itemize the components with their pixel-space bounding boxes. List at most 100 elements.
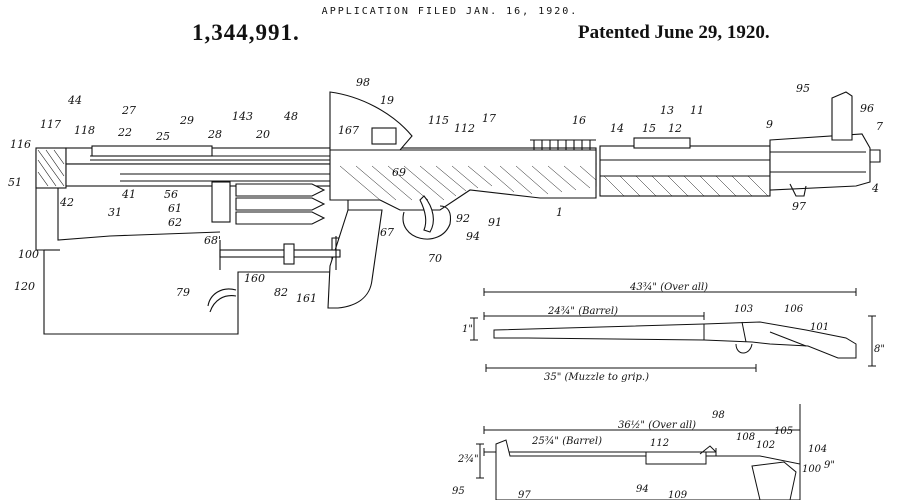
stock-inner-line bbox=[57, 185, 221, 241]
front-sight bbox=[831, 91, 853, 141]
fig2-side-view bbox=[470, 288, 876, 372]
label-4: 4 bbox=[871, 182, 879, 195]
section-hatching bbox=[339, 165, 597, 201]
fig3-barrel-cover bbox=[645, 451, 707, 465]
label-11: 11 bbox=[690, 104, 704, 117]
fig3-drop-dim: 9" bbox=[824, 460, 835, 471]
label-100: 100 bbox=[18, 248, 39, 261]
label-70: 70 bbox=[428, 252, 442, 265]
fig3-label-108: 108 bbox=[736, 432, 755, 443]
muzzle-compensator bbox=[769, 133, 871, 191]
label-117: 117 bbox=[40, 118, 61, 131]
fig2-label-101: 101 bbox=[810, 322, 829, 333]
label-16: 16 bbox=[572, 114, 586, 127]
label-98: 98 bbox=[356, 76, 370, 89]
bolt bbox=[91, 145, 213, 157]
rod-spring bbox=[283, 243, 295, 265]
fig1-sectional-view bbox=[35, 91, 881, 335]
label-9: 9 bbox=[766, 118, 773, 131]
sight-base bbox=[371, 127, 397, 145]
application-filed-date: APPLICATION FILED JAN. 16, 1920. bbox=[321, 6, 579, 17]
patented-date: Patented June 29, 1920. bbox=[578, 22, 770, 43]
patent-number: 1,344,991. bbox=[192, 20, 300, 45]
label-95: 95 bbox=[796, 82, 810, 95]
fig2-rifle-outline bbox=[493, 321, 857, 359]
label-68prime: 68' bbox=[204, 234, 221, 247]
label-19: 19 bbox=[380, 94, 394, 107]
label-42: 42 bbox=[59, 196, 74, 209]
fig3-label-94: 94 bbox=[636, 484, 649, 495]
label-97: 97 bbox=[792, 200, 806, 213]
fig2-height-dim: 1" bbox=[462, 324, 473, 335]
label-44: 44 bbox=[67, 94, 82, 107]
label-41: 41 bbox=[121, 188, 136, 201]
cooling-fins bbox=[530, 139, 596, 150]
barrel-rear bbox=[329, 149, 597, 211]
trigger bbox=[419, 195, 434, 233]
label-27: 27 bbox=[121, 104, 136, 117]
label-62: 62 bbox=[168, 216, 182, 229]
fig3-label-98: 98 bbox=[712, 410, 725, 421]
fig3-label-109: 109 bbox=[668, 490, 688, 500]
fig3-overall-dim: 36½" (Over all) bbox=[618, 420, 696, 431]
fig2-label-103: 103 bbox=[734, 304, 753, 315]
label-25: 25 bbox=[155, 130, 170, 143]
fig3-label-100: 100 bbox=[802, 464, 822, 475]
fig3-label-102: 102 bbox=[756, 440, 775, 451]
label-14a: 14 bbox=[610, 122, 624, 135]
fig3-label-97: 97 bbox=[518, 490, 531, 500]
label-51: 51 bbox=[8, 176, 22, 189]
label-91: 91 bbox=[488, 216, 502, 229]
swivel-79 bbox=[207, 288, 237, 313]
label-79: 79 bbox=[176, 286, 190, 299]
cartridges bbox=[235, 183, 326, 225]
label-112: 112 bbox=[454, 122, 475, 135]
label-94: 94 bbox=[466, 230, 480, 243]
barrel-front bbox=[599, 145, 771, 197]
label-20: 20 bbox=[255, 128, 270, 141]
fig2-trigger-guard bbox=[735, 343, 753, 354]
fig2-muzzle-grip-dim: 35" (Muzzle to grip.) bbox=[544, 372, 649, 383]
label-92: 92 bbox=[456, 212, 470, 225]
label-67: 67 bbox=[380, 226, 394, 239]
label-82: 82 bbox=[274, 286, 288, 299]
label-7: 7 bbox=[876, 120, 883, 133]
label-120: 120 bbox=[14, 280, 35, 293]
fig3-side-view bbox=[476, 404, 801, 500]
label-15: 15 bbox=[642, 122, 656, 135]
fig2-labels: 43¾" (Over all) 24¾" (Barrel) 35" (Muzzl… bbox=[462, 282, 885, 383]
label-31: 31 bbox=[108, 206, 122, 219]
label-69: 69 bbox=[392, 166, 406, 179]
fig1-part-labels: 44 117 118 116 51 42 31 41 27 22 25 29 2… bbox=[8, 76, 883, 305]
fig3-barrel-dim: 25¾" (Barrel) bbox=[531, 436, 602, 447]
fig3-rifle-outline bbox=[495, 439, 801, 500]
fig2-label-106: 106 bbox=[784, 304, 804, 315]
label-160: 160 bbox=[244, 272, 265, 285]
label-13: 13 bbox=[660, 104, 674, 117]
pistol-grip bbox=[327, 209, 383, 309]
label-61: 61 bbox=[168, 202, 182, 215]
label-143: 143 bbox=[232, 110, 253, 123]
label-116: 116 bbox=[10, 138, 31, 151]
fig3-height-dim: 2¾" bbox=[457, 454, 479, 465]
label-161: 161 bbox=[296, 292, 317, 305]
label-22: 22 bbox=[117, 126, 132, 139]
label-29: 29 bbox=[179, 114, 194, 127]
label-12: 12 bbox=[668, 122, 682, 135]
fig3-labels: 36½" (Over all) 25¾" (Barrel) 2¾" 9" 98 … bbox=[452, 410, 835, 500]
rear-sight bbox=[329, 91, 413, 151]
fig2-barrel-dim: 24¾" (Barrel) bbox=[547, 306, 618, 317]
fig3-label-105: 105 bbox=[774, 426, 793, 437]
fig2-overall-dim: 43¾" (Over all) bbox=[629, 282, 708, 293]
label-118: 118 bbox=[74, 124, 95, 137]
label-48: 48 bbox=[283, 110, 298, 123]
fig2-drop-dim: 8" bbox=[874, 344, 885, 355]
trigger-guard bbox=[402, 205, 452, 240]
label-17: 17 bbox=[482, 112, 496, 125]
gas-fins bbox=[633, 137, 691, 149]
label-28: 28 bbox=[207, 128, 222, 141]
label-96: 96 bbox=[860, 102, 874, 115]
label-167: 167 bbox=[338, 124, 359, 137]
label-1: 1 bbox=[556, 206, 563, 219]
cocking-rod bbox=[219, 249, 341, 258]
